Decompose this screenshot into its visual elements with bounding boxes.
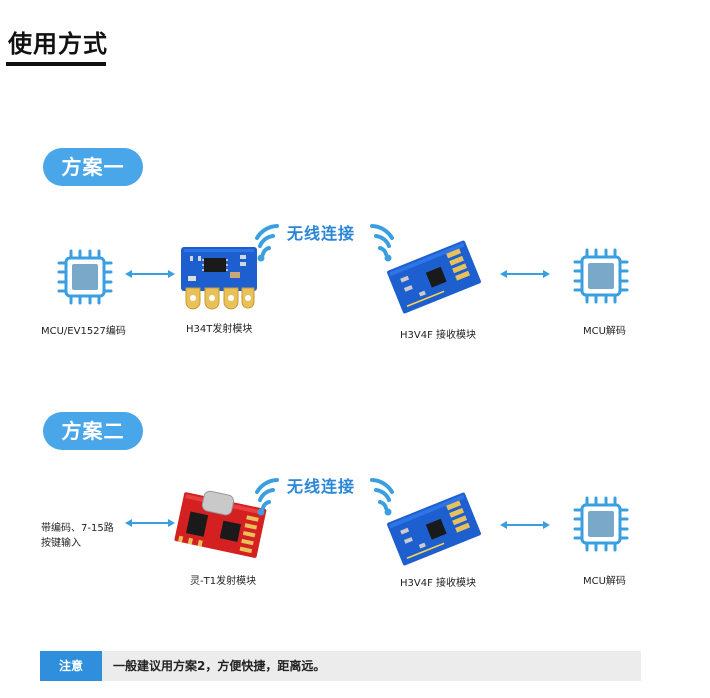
h34t-transmitter-module — [181, 247, 257, 310]
mcu-decode-label: MCU解码 — [583, 326, 626, 337]
wifi-signal-icon — [255, 224, 279, 262]
key-input-label-line2: 按键输入 — [41, 538, 81, 549]
wireless-connection-label: 无线连接 — [287, 224, 356, 243]
t1-transmitter-module — [174, 490, 267, 558]
wireless-connection-label: 无线连接 — [287, 477, 356, 496]
transmitter-label: 灵-T1发射模块 — [190, 576, 257, 587]
h3v4f-receiver-module — [387, 240, 481, 314]
note-bar — [40, 651, 641, 681]
mcu-encode-label: MCU/EV1527编码 — [41, 326, 126, 337]
mcu-chip-icon — [57, 249, 113, 305]
wifi-signal-icon — [370, 478, 394, 516]
wifi-signal-icon — [370, 224, 394, 262]
double-arrow-icon — [125, 270, 175, 278]
double-arrow-icon — [500, 270, 550, 278]
mcu-chip-icon — [573, 248, 629, 304]
h3v4f-receiver-module — [387, 492, 481, 566]
double-arrow-icon — [500, 521, 550, 529]
mcu-decode-label: MCU解码 — [583, 576, 626, 587]
note-text: 一般建议用方案2，方便快捷，距离远。 — [113, 659, 326, 673]
receiver-label: H3V4F 接收模块 — [400, 578, 477, 589]
note-badge: 注意 — [40, 651, 102, 681]
scheme1-pill: 方案一 — [43, 148, 143, 186]
receiver-label: H3V4F 接收模块 — [400, 330, 477, 341]
double-arrow-icon — [125, 519, 175, 527]
key-input-label-line1: 带编码、7-15路 — [41, 523, 114, 534]
wifi-signal-icon — [255, 478, 279, 516]
scheme2-pill: 方案二 — [43, 412, 143, 450]
mcu-chip-icon — [573, 496, 629, 552]
transmitter-label: H34T发射模块 — [186, 324, 253, 335]
title-underline — [6, 62, 106, 66]
page-title: 使用方式 — [8, 30, 108, 58]
